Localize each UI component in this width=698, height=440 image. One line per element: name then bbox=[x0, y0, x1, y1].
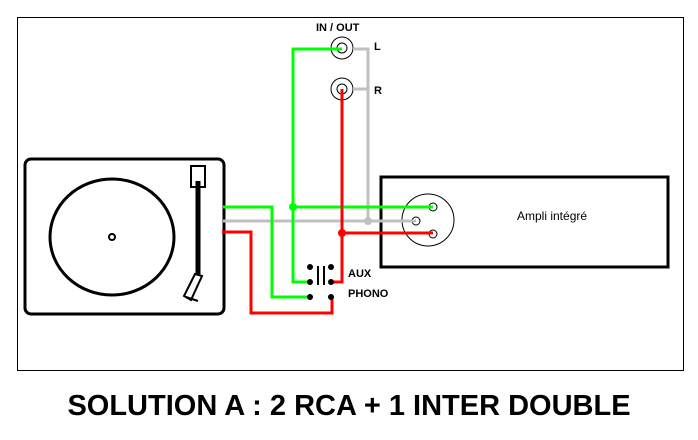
junction-ground bbox=[364, 217, 372, 225]
tonearm-headshell-tip bbox=[185, 296, 199, 302]
turntable-body bbox=[23, 157, 226, 316]
left-label: L bbox=[374, 41, 381, 53]
switch-contact bbox=[307, 279, 313, 285]
right-label: R bbox=[374, 85, 382, 97]
tonearm-headshell bbox=[182, 272, 204, 302]
amplifier: Ampli intégré bbox=[379, 175, 670, 269]
diagram-frame bbox=[17, 17, 684, 371]
wire-left-rca bbox=[291, 47, 342, 284]
junction-left bbox=[289, 203, 297, 211]
wire-left-turntable bbox=[223, 205, 310, 299]
wire-right-rca bbox=[330, 89, 344, 284]
aux-label: AUX bbox=[348, 268, 372, 280]
wire-right-turntable bbox=[222, 230, 334, 315]
switch-contact bbox=[328, 264, 334, 270]
double-switch bbox=[307, 264, 334, 300]
switch-contact bbox=[307, 294, 313, 300]
wire-ground-rca bbox=[353, 47, 370, 221]
diagram-title: SOLUTION A : 2 RCA + 1 INTER DOUBLE bbox=[67, 390, 630, 422]
turntable-spindle bbox=[108, 233, 116, 241]
junction-right bbox=[338, 229, 346, 237]
switch-contact bbox=[307, 264, 313, 270]
turntable bbox=[23, 157, 226, 316]
turntable-platter bbox=[48, 177, 176, 297]
phono-label: PHONO bbox=[348, 288, 389, 300]
switch-contact bbox=[328, 294, 334, 300]
amplifier-label: Ampli intégré bbox=[517, 209, 587, 223]
switch-contact bbox=[328, 279, 334, 285]
in-out-label: IN / OUT bbox=[316, 22, 360, 34]
